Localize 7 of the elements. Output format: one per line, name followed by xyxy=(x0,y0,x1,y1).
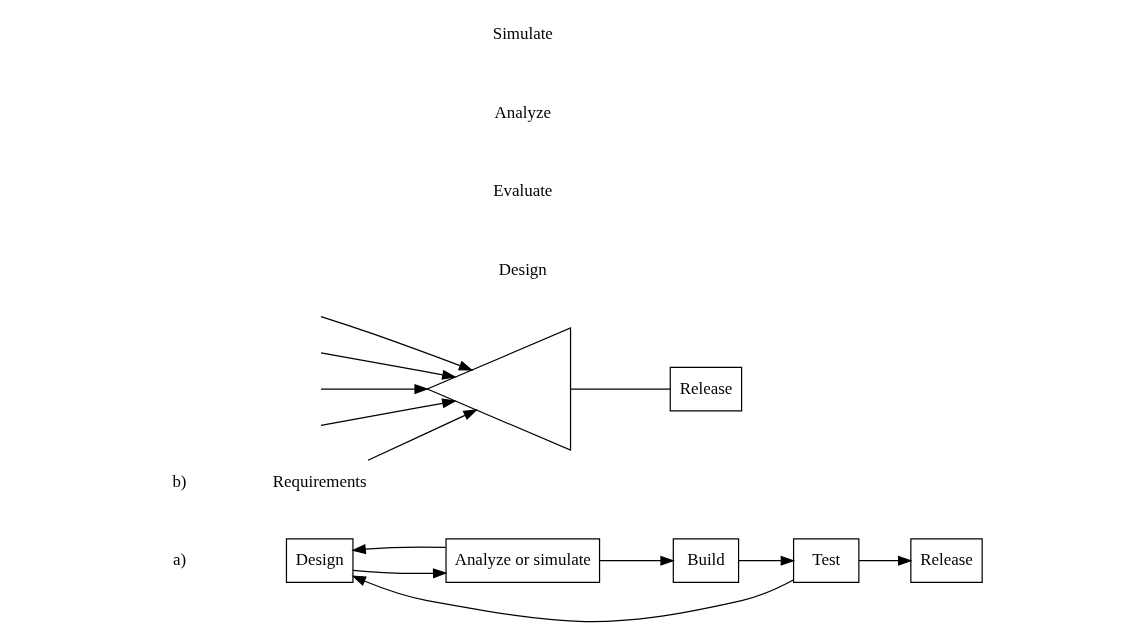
label: Analyze xyxy=(494,102,551,122)
label: Evaluate xyxy=(492,181,552,201)
node-text: Requirements xyxy=(272,471,367,491)
label: Design xyxy=(498,260,547,280)
label: Simulate xyxy=(492,24,553,44)
label: a) xyxy=(172,550,186,570)
label: b) xyxy=(171,471,187,491)
